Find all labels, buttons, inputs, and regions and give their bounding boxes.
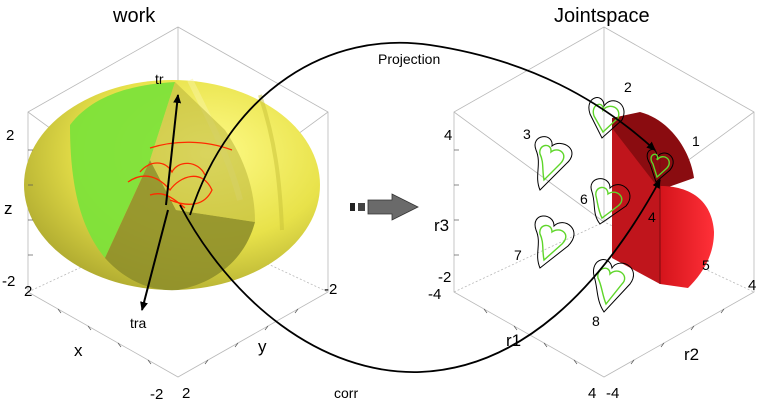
tra-label: tra xyxy=(130,315,147,331)
tr-label: tr xyxy=(155,71,164,87)
right-r2-axis-label: r2 xyxy=(684,345,699,364)
left-z-axis-label: z xyxy=(4,199,13,218)
glyph-3 xyxy=(534,136,573,191)
right-plot-title: Jointspace xyxy=(554,5,650,27)
joint-solid-front xyxy=(660,186,714,288)
right-r2-tick-right: 4 xyxy=(748,277,756,294)
correspondence-connector xyxy=(179,179,661,373)
left-y-axis-label: y xyxy=(258,337,267,356)
left-plot-title: work xyxy=(112,5,156,27)
projection-label: Projection xyxy=(378,51,440,67)
left-x-axis-label: x xyxy=(74,341,83,360)
region-label-2: 2 xyxy=(624,79,632,95)
right-axis-ticks xyxy=(454,149,725,365)
right-r1-tick-near: -4 xyxy=(428,286,441,303)
transform-arrow xyxy=(350,193,419,221)
region-label-3: 3 xyxy=(523,126,531,142)
tra-arrow xyxy=(140,209,169,311)
left-y-tick-right: -2 xyxy=(324,281,337,298)
left-x-tick-near: 2 xyxy=(24,283,32,300)
left-z-tick-top: 2 xyxy=(6,127,14,144)
right-plot: 2 1 3 6 4 7 5 8 r3 r1 r2 4 -2 -4 4 4 -4 xyxy=(428,26,756,402)
right-r3-tick-top: 4 xyxy=(444,127,452,144)
left-x-tick-far: -2 xyxy=(150,386,163,402)
corr-label: corr xyxy=(334,385,358,401)
left-y-tick-bottom: 2 xyxy=(182,385,190,402)
region-label-5: 5 xyxy=(702,257,710,273)
right-r3-axis-label: r3 xyxy=(434,216,449,235)
tr-arrow xyxy=(165,94,182,206)
right-r1-axis-label: r1 xyxy=(506,331,521,350)
region-label-7: 7 xyxy=(514,247,522,263)
region-label-1: 1 xyxy=(692,133,700,149)
right-r1-tick-far: 4 xyxy=(588,385,596,402)
projection-connector xyxy=(189,41,656,216)
cut-face xyxy=(105,160,255,291)
region-label-4: 4 xyxy=(648,209,656,225)
region-label-6: 6 xyxy=(580,191,588,207)
right-r3-tick-bottom: -2 xyxy=(438,269,451,286)
trajectory-curves xyxy=(127,141,233,209)
glyph-8 xyxy=(593,259,634,313)
left-axis-ticks xyxy=(28,149,299,365)
right-r2-tick-bottom: -4 xyxy=(606,385,619,402)
glyph-7 xyxy=(534,215,575,269)
left-plot: tr tra z x y 2 -2 2 -2 -2 2 xyxy=(2,26,337,402)
green-wedge xyxy=(70,82,175,258)
left-z-tick-bottom: -2 xyxy=(2,273,15,290)
region-label-8: 8 xyxy=(592,313,600,329)
glyph-1 xyxy=(646,149,674,183)
right-bounding-box xyxy=(453,26,755,378)
glyph-6 xyxy=(590,178,631,225)
